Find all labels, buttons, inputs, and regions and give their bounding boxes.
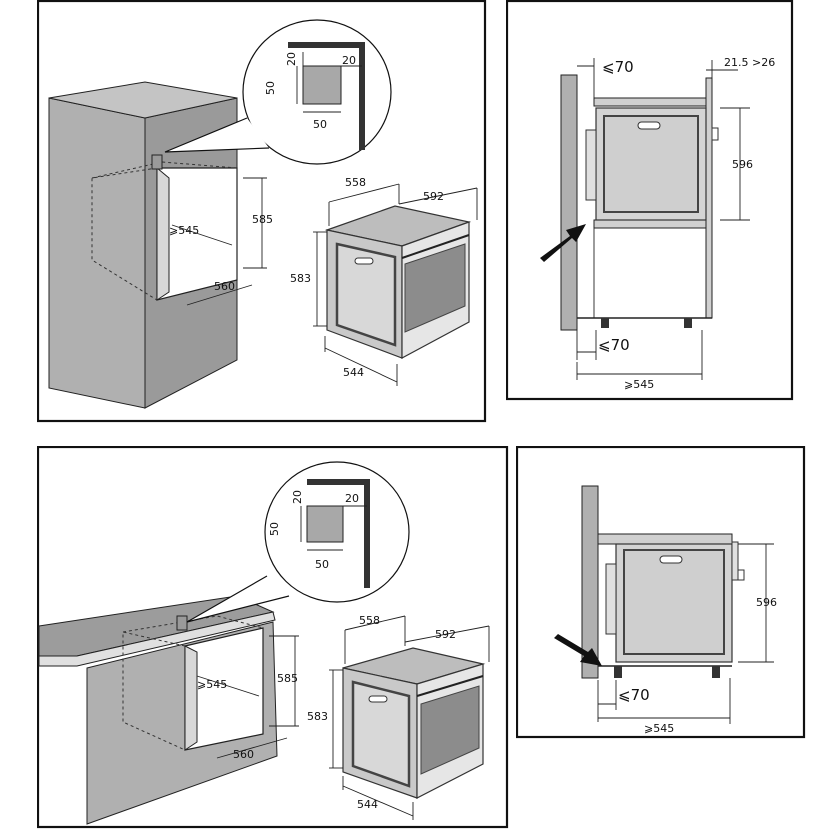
oven-body-width-label: 544: [343, 366, 364, 379]
niche-height-label: 585: [252, 213, 273, 226]
vent-detail-inset: 20 20 50 50: [186, 461, 410, 623]
oven: [342, 647, 486, 799]
oven-door: [351, 680, 411, 788]
side-view-dimensions: 596 ⩽70 ⩾545: [597, 543, 777, 735]
oven-body-depth-label: 558: [359, 614, 380, 627]
oven-front-width-label: 592: [423, 190, 444, 203]
niche-depth-label: ⩾545: [644, 722, 674, 735]
oven-side-view: [605, 541, 745, 663]
oven-height-label: 596: [756, 596, 777, 609]
oven-height-label: 596: [732, 158, 753, 171]
airflow-arrow: [554, 634, 602, 666]
oven-handle: [637, 121, 661, 130]
oven-glass: [404, 243, 466, 333]
ventilation-slot: [176, 615, 188, 631]
vent-detail-inset: 20 20 50 50: [164, 19, 392, 165]
oven-dimensions: 558 592 583 544: [290, 176, 478, 386]
oven-foot-right: [712, 666, 720, 678]
oven-knob: [711, 127, 719, 141]
niche-dimensions: ⩾545 585 560: [196, 635, 299, 761]
niche-dimensions: ⩾545 585 560: [169, 177, 273, 306]
inset-dim-bottom: 50: [313, 118, 327, 131]
inset-dim-top: 20: [285, 52, 298, 66]
oven-door: [335, 242, 397, 347]
oven-height-label: 583: [307, 710, 328, 723]
panel-undercounter-side-view: 596 ⩽70 ⩾545: [516, 446, 806, 739]
oven-dimensions: 558 592 583 544: [307, 614, 490, 820]
front-offset-label: 21.5 >26: [724, 56, 775, 69]
bottom-gap-label: ⩽70: [598, 336, 630, 354]
niche-height-label: 585: [277, 672, 298, 685]
ventilation-slot: [151, 154, 163, 170]
oven-knob: [737, 569, 745, 581]
cabinet-bottom-shelf: [593, 219, 707, 229]
oven-glass: [420, 685, 480, 775]
kitchen-counter: [38, 595, 278, 825]
oven-body-width-label: 544: [357, 798, 378, 811]
cabinet-side-wall: [560, 74, 578, 331]
oven-handle: [354, 257, 374, 265]
inset-dim-right: 20: [345, 492, 359, 505]
inset-dim-top: 20: [291, 490, 304, 504]
inset-dim-side: 50: [268, 522, 281, 536]
oven-foot-left: [614, 666, 622, 678]
cabinet-foot-right: [684, 318, 692, 328]
inset-dim-bottom: 50: [315, 558, 329, 571]
panel-tall-cabinet-side-view: ⩽70 21.5 >26 596 ⩽70 ⩾545: [506, 0, 794, 401]
airflow-arrow: [540, 224, 586, 262]
oven-side-view: [585, 107, 719, 221]
side-view-dimensions: ⩽70 21.5 >26 596 ⩽70 ⩾545: [576, 56, 775, 391]
oven-body-depth-label: 558: [345, 176, 366, 189]
panel-tall-cabinet-perspective: 20 20 50 50 ⩾545 585 560 558 592 5: [37, 0, 487, 423]
oven-front-width-label: 592: [435, 628, 456, 641]
oven-front-panel: [731, 541, 739, 581]
niche-width-label: 560: [233, 748, 254, 761]
vent-square: [306, 505, 344, 543]
niche-depth-label: ⩾545: [624, 378, 654, 391]
cabinet-side-wall: [581, 485, 599, 679]
counter-top: [597, 533, 733, 545]
oven-handle: [368, 695, 388, 703]
tall-cabinet: [48, 81, 238, 409]
vent-square: [302, 65, 342, 105]
oven: [324, 205, 472, 360]
oven-rear-panel: [585, 129, 597, 201]
niche-depth-label: ⩾545: [169, 224, 199, 237]
oven-handle: [659, 555, 683, 564]
niche-depth-label: ⩾545: [197, 678, 227, 691]
cabinet-foot-left: [601, 318, 609, 328]
bottom-gap-label: ⩽70: [618, 686, 650, 704]
niche-width-label: 560: [214, 280, 235, 293]
cabinet-front-edge: [705, 77, 713, 319]
oven-height-label: 583: [290, 272, 311, 285]
panel-undercounter-perspective: 20 20 50 50 ⩾545 585 560 558 592 5: [37, 446, 509, 829]
top-gap-label: ⩽70: [602, 58, 634, 76]
inset-dim-right: 20: [342, 54, 356, 67]
cabinet-top-shelf: [593, 97, 707, 107]
inset-dim-side: 50: [264, 81, 277, 95]
oven-rear-panel: [605, 563, 617, 635]
